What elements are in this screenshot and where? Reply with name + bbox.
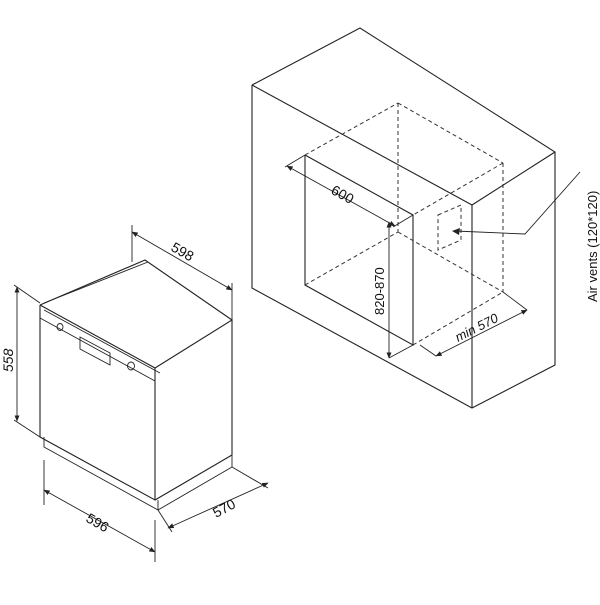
niche-opening: [304, 154, 414, 346]
cabinet-top-front-edge: [251, 84, 473, 206]
air-vents-label: Air vents (120*120): [585, 191, 600, 302]
air-vent-outline: [437, 204, 462, 251]
knob-right-icon: [127, 361, 135, 371]
dim-depth-line: [435, 309, 528, 357]
appliance-bottom-edge: [154, 454, 233, 501]
dim-598-line: [131, 231, 233, 291]
dim-appliance-depth: 570: [210, 495, 238, 520]
dim-570-line: [167, 482, 269, 529]
dim-appliance-height: 558: [0, 348, 16, 372]
control-panel-edge: [39, 317, 156, 382]
air-vent-leader-arrow: [452, 228, 460, 235]
dim-niche-height-ext: [388, 344, 414, 359]
dim-558-ext-bottom: [13, 419, 41, 438]
cabinet-top-side-edge: [471, 151, 556, 206]
dim-niche-depth: min 570: [453, 310, 502, 345]
dim-depth-ext-back: [502, 291, 528, 311]
cabinet-outline: [251, 27, 556, 409]
dim-570-ext-front: [157, 509, 173, 533]
dim-558-ext-top: [13, 284, 41, 304]
appliance-front-panel: [39, 304, 156, 501]
niche-hidden-edges: [304, 102, 504, 346]
dim-niche-height: 820-870: [372, 267, 387, 315]
dim-600-ext-left: [284, 154, 306, 168]
dim-570-ext-back: [231, 466, 269, 489]
appliance-plinth-front: [43, 437, 159, 511]
dim-appliance-base-width: 596: [84, 510, 112, 536]
dishwasher-appliance: 598 558 596 570: [0, 225, 269, 562]
display-window: [79, 336, 111, 366]
dim-596-line: [43, 489, 156, 553]
knob-left-icon: [56, 323, 64, 331]
appliance-top-inner-edge: [43, 261, 149, 304]
dim-600-line: [286, 165, 396, 227]
dim-600-ext-right: [392, 214, 414, 228]
dim-depth-ext-front: [419, 344, 437, 357]
appliance-top: [39, 259, 234, 369]
air-vent-leader-line: [454, 171, 581, 235]
cabinet-niche: 600 820-870 min 570 Air vents (120*120): [251, 27, 600, 409]
control-panel-top-edge: [43, 309, 161, 374]
dim-appliance-width: 598: [169, 239, 197, 265]
dim-niche-width: 600: [329, 182, 357, 207]
